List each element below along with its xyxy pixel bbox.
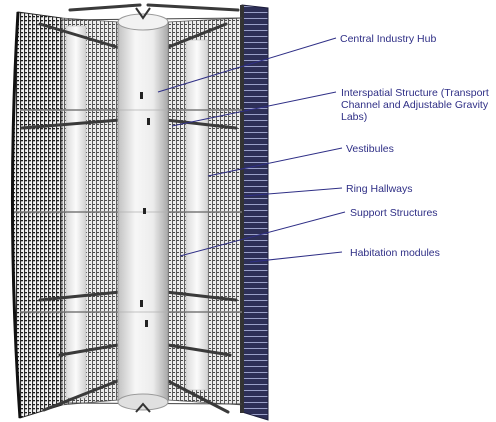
callout-labels: Central Industry Hub Interspatial Struct… xyxy=(340,33,492,259)
support-strut xyxy=(68,3,142,12)
leader-habitation-modules xyxy=(249,251,343,263)
support-strut xyxy=(164,290,238,302)
right-vestibule xyxy=(185,39,209,391)
hub-top-docking xyxy=(135,7,151,20)
hub-bottom-docking xyxy=(135,402,151,413)
support-strut xyxy=(164,118,238,130)
callout-leaders xyxy=(157,37,346,263)
support-strut xyxy=(146,3,240,12)
support-strut xyxy=(164,378,230,414)
support-strut xyxy=(20,118,122,130)
hub-port xyxy=(140,92,143,99)
support-strut xyxy=(38,22,122,50)
left-wall-edge xyxy=(10,11,22,419)
left-habitation-wall xyxy=(11,11,63,419)
leader-interspatial-structure xyxy=(171,91,337,127)
label-line: Support Structures xyxy=(350,207,438,219)
leader-ring-hallways xyxy=(243,187,343,197)
label-line: Channel and Adjustable Gravity xyxy=(341,99,489,111)
right-habitation-wall xyxy=(241,4,269,421)
label-ring-hallways: Ring Hallways xyxy=(346,183,413,195)
support-strut xyxy=(42,378,122,412)
support-struts xyxy=(20,3,240,414)
label-line: Central Industry Hub xyxy=(340,33,436,45)
label-line: Vestibules xyxy=(346,143,394,155)
label-line: Habitation modules xyxy=(350,247,440,259)
hub-port xyxy=(143,208,146,214)
label-line: Labs) xyxy=(341,111,367,123)
hub-port xyxy=(140,300,143,307)
label-vestibules: Vestibules xyxy=(346,143,394,155)
central-hub-cylinder xyxy=(117,7,169,413)
hub-bottom-cap xyxy=(117,393,169,411)
station-structure xyxy=(10,3,269,421)
label-line: Ring Hallways xyxy=(346,183,413,195)
right-wall-frame xyxy=(240,5,244,413)
leader-support-structures xyxy=(179,211,346,257)
leader-central-industry-hub xyxy=(157,37,337,93)
hub-port xyxy=(147,118,150,125)
label-support-structures: Support Structures xyxy=(350,207,438,219)
hub-port xyxy=(145,320,148,327)
support-strut xyxy=(166,343,232,357)
label-central-industry-hub: Central Industry Hub xyxy=(340,33,436,45)
support-strut xyxy=(164,22,228,50)
support-strut xyxy=(58,343,120,357)
support-strut xyxy=(38,290,122,302)
label-line: Interspatial Structure (Transport xyxy=(341,87,489,99)
label-interspatial-structure: Interspatial Structure (Transport Channe… xyxy=(341,87,492,123)
label-habitation-modules: Habitation modules xyxy=(350,247,440,259)
hub-top-cap xyxy=(117,13,169,31)
leader-vestibules xyxy=(207,147,343,177)
